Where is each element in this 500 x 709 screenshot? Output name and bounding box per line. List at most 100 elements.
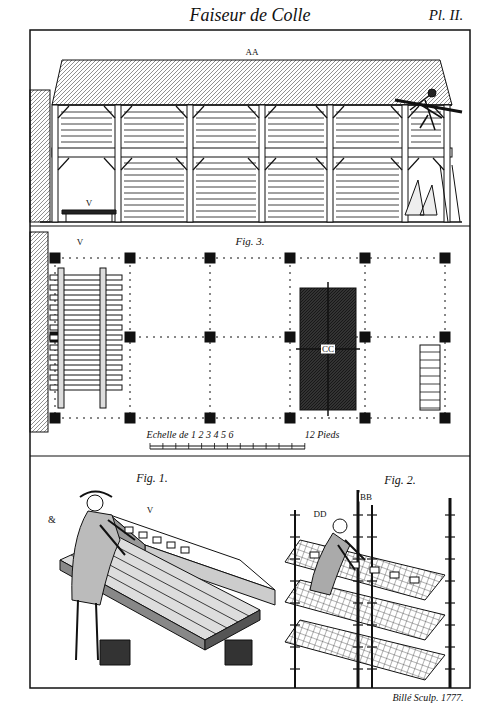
stroke — [124, 163, 184, 164]
stroke — [196, 136, 256, 137]
stroke — [445, 558, 455, 559]
stroke — [290, 536, 300, 537]
stroke — [196, 193, 256, 194]
post-plan — [440, 332, 450, 342]
stroke — [124, 112, 184, 113]
worker-fig2 — [310, 519, 365, 595]
stroke — [353, 624, 363, 625]
stroke — [353, 668, 363, 669]
ladder-plan — [420, 345, 440, 410]
stroke — [104, 540, 249, 616]
stroke — [61, 142, 112, 143]
callout-letter: CC — [321, 345, 335, 354]
stroke — [265, 158, 276, 170]
callout-letter: & — [47, 515, 57, 525]
stroke — [290, 646, 300, 647]
stroke — [93, 545, 238, 622]
stroke — [248, 158, 259, 170]
glue-tablet — [167, 542, 175, 548]
stroke — [411, 130, 441, 131]
callout-letter: V — [146, 506, 155, 515]
stroke — [336, 124, 399, 125]
stroke — [175, 443, 176, 449]
stroke — [420, 376, 440, 377]
post-plan — [285, 332, 295, 342]
stroke — [268, 169, 324, 170]
rack-side — [100, 268, 106, 408]
stroke — [433, 158, 444, 170]
stroke — [336, 118, 399, 119]
stroke — [268, 142, 324, 143]
stroke — [336, 163, 399, 164]
post-plan — [125, 332, 135, 342]
stroke — [124, 118, 184, 119]
stroke — [61, 136, 112, 137]
stroke — [336, 169, 399, 170]
glue-tablet — [153, 537, 161, 543]
stroke — [124, 187, 184, 188]
stroke — [420, 352, 440, 353]
stroke — [121, 106, 132, 118]
stroke — [176, 158, 187, 170]
stroke — [196, 112, 256, 113]
figure-number: Fig. 1. — [135, 472, 169, 484]
stroke — [336, 205, 399, 206]
post — [52, 105, 58, 222]
post — [259, 105, 265, 222]
stroke — [61, 124, 112, 125]
stroke — [445, 580, 455, 581]
stroke — [445, 646, 455, 647]
carried-net — [395, 100, 462, 112]
stroke — [196, 199, 256, 200]
ladder — [440, 165, 460, 222]
stroke — [124, 199, 184, 200]
callout-letter: V — [76, 238, 85, 247]
callout-letter: BB — [359, 493, 373, 502]
stroke — [124, 136, 184, 137]
stroke — [411, 112, 441, 113]
stroke — [336, 187, 399, 188]
stroke — [268, 175, 324, 176]
stroke — [176, 106, 187, 118]
stroke — [336, 199, 399, 200]
scale-unit: 12 Pieds — [304, 430, 341, 440]
post-plan — [285, 413, 295, 423]
glue-tablet — [139, 532, 147, 538]
stroke — [268, 112, 324, 113]
stroke — [411, 124, 441, 125]
stroke — [333, 106, 344, 118]
stroke — [196, 211, 256, 212]
stroke — [420, 384, 440, 385]
post — [444, 105, 450, 222]
post — [187, 105, 193, 222]
stroke — [316, 106, 327, 118]
stroke — [193, 106, 204, 118]
post-plan — [360, 332, 370, 342]
stroke — [268, 187, 324, 188]
stroke — [124, 175, 184, 176]
stroke — [367, 668, 377, 669]
stroke — [333, 158, 344, 170]
stroke — [420, 392, 440, 393]
post-plan — [50, 253, 60, 263]
stroke — [58, 106, 69, 118]
bench — [62, 210, 116, 222]
stroke — [124, 205, 184, 206]
glue-tablet — [390, 572, 399, 578]
stroke — [353, 536, 363, 537]
worker-on-ladder — [410, 95, 442, 130]
stroke — [196, 181, 256, 182]
post-plan — [440, 413, 450, 423]
post-plan — [360, 253, 370, 263]
stroke — [124, 193, 184, 194]
stroke — [193, 158, 204, 170]
stroke — [408, 158, 419, 170]
stroke — [391, 158, 402, 170]
stroke — [55, 258, 445, 259]
post-plan — [50, 413, 60, 423]
scale-label: Echelle de 1 2 3 4 5 6 — [146, 430, 235, 440]
stroke — [336, 193, 399, 194]
post-plan — [205, 332, 215, 342]
stroke — [196, 175, 256, 176]
post — [402, 105, 408, 222]
